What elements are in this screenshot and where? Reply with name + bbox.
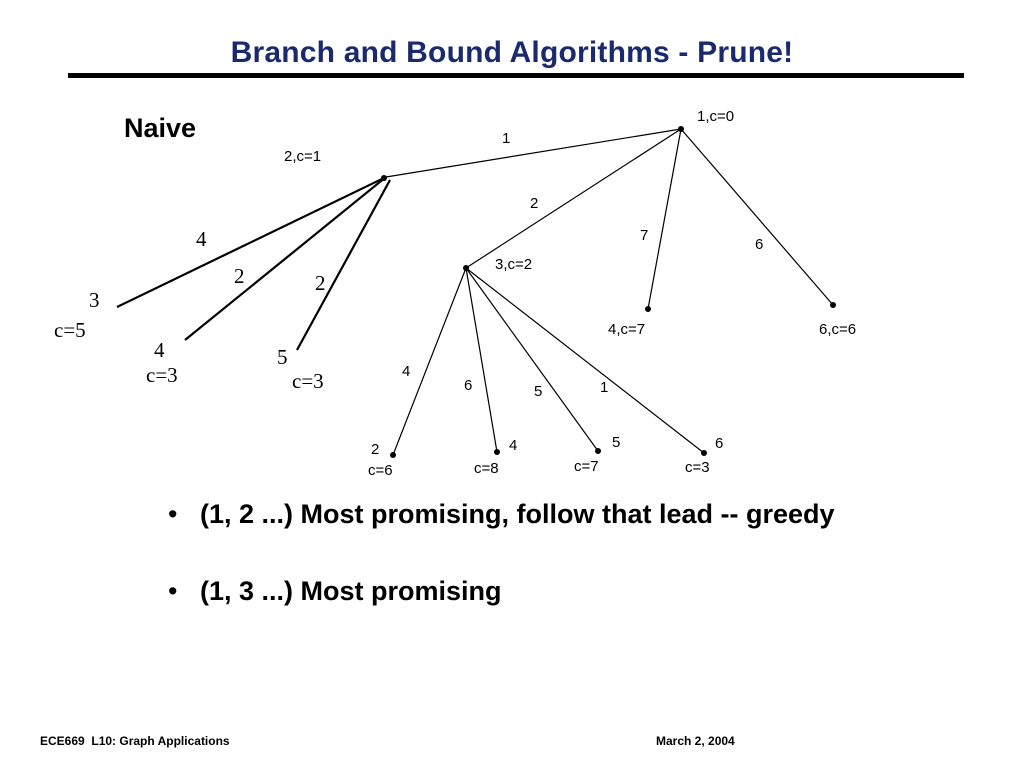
edge-3-5-weight: 5 [534, 383, 542, 400]
node-6-label: 6,c=6 [819, 321, 856, 338]
hand-edge-2-3 [116, 176, 387, 308]
handdrawn-edges [116, 176, 391, 351]
bullet-marker: • [168, 499, 178, 529]
leaf-5-cost: c=7 [574, 458, 599, 475]
bullet-text: (1, 2 ...) Most promising, follow that l… [200, 499, 835, 529]
edge-3-4-weight: 6 [464, 377, 472, 394]
naive-heading: Naive [124, 113, 196, 143]
hand-edge-3-weight: 4 [196, 227, 207, 251]
bullet-item: • (1, 3 ...) Most promising [168, 575, 928, 608]
edge-1-3-weight: 2 [530, 195, 538, 212]
leaf-2-label: 2 [371, 441, 379, 458]
leaf-4 [494, 449, 500, 455]
edge-1-2-weight: 1 [502, 130, 510, 147]
edge-1-3 [465, 128, 682, 269]
bullet-marker: • [168, 576, 178, 606]
hand-node-3-label: 3 [89, 288, 100, 312]
title-rule [68, 73, 964, 78]
edge-3-2-weight: 4 [402, 363, 410, 380]
node-2 [381, 175, 387, 181]
leaf-6-label: 6 [715, 435, 723, 452]
node-2-label: 2,c=1 [284, 148, 321, 165]
tree-edges [385, 128, 834, 456]
leaf-2-cost: c=6 [368, 462, 393, 479]
node-3 [463, 265, 469, 271]
edge-3-6-weight: 1 [600, 379, 608, 396]
leaf-4-label: 4 [509, 437, 517, 454]
leaf-5-label: 5 [612, 434, 620, 451]
edge-3-6 [465, 267, 705, 454]
hand-node-4-cost: c=3 [146, 363, 178, 387]
edge-1-4-weight: 7 [640, 227, 648, 244]
hand-edge-2-4 [184, 176, 387, 341]
bullet-item: • (1, 2 ...) Most promising, follow that… [168, 498, 928, 531]
hand-node-5-label: 5 [277, 345, 288, 369]
node-3-label: 3,c=2 [495, 256, 532, 273]
footer-date: March 2, 2004 [656, 734, 735, 748]
hand-node-5-cost: c=3 [292, 369, 324, 393]
leaf-5 [595, 448, 601, 454]
bullet-list: • (1, 2 ...) Most promising, follow that… [168, 498, 928, 652]
edge-3-5 [465, 267, 599, 452]
node-6 [830, 302, 836, 308]
node-4 [645, 306, 651, 312]
leaf-6-cost: c=3 [685, 459, 710, 476]
hand-node-4-label: 4 [154, 338, 165, 362]
edge-1-6-weight: 6 [755, 236, 763, 253]
edge-1-2 [385, 128, 682, 178]
node-1 [678, 126, 684, 132]
tree-nodes [381, 126, 836, 458]
leaf-2 [390, 452, 396, 458]
hand-node-3-cost: c=5 [54, 318, 86, 342]
slide-title: Branch and Bound Algorithms - Prune! [230, 36, 794, 69]
leaf-6 [701, 450, 707, 456]
node-1-label: 1,c=0 [697, 108, 734, 125]
hand-edge-2-5 [296, 179, 391, 351]
footer-course: ECE669 L10: Graph Applications [40, 734, 230, 748]
hand-edge-5-weight: 2 [315, 271, 326, 295]
leaf-4-cost: c=8 [474, 460, 499, 477]
node-4-label: 4,c=7 [608, 321, 645, 338]
edge-1-6 [680, 128, 834, 306]
edge-3-4 [465, 267, 498, 453]
bullet-text: (1, 3 ...) Most promising [200, 576, 502, 606]
hand-edge-4-weight: 2 [234, 264, 245, 288]
edge-1-4 [647, 128, 682, 310]
edge-3-2 [392, 267, 467, 456]
